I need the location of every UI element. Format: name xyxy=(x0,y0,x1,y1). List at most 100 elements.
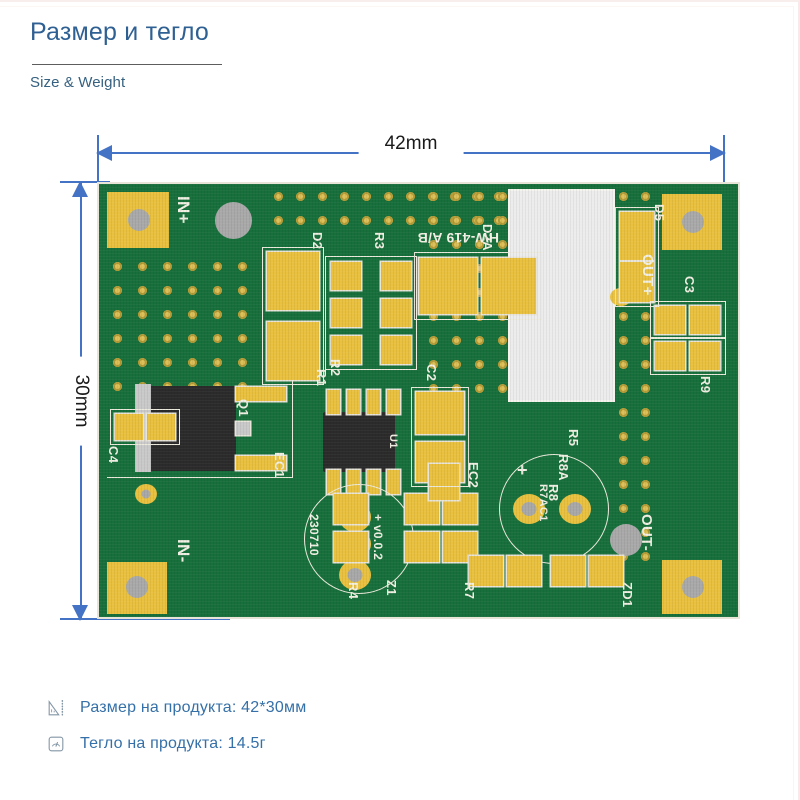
pad-z1-b xyxy=(334,532,368,562)
via xyxy=(188,262,197,271)
via xyxy=(296,216,305,225)
via xyxy=(429,360,438,369)
via xyxy=(138,310,147,319)
q1-pad-3 xyxy=(236,456,286,470)
round-component-top xyxy=(215,202,252,239)
via xyxy=(188,358,197,367)
via xyxy=(238,286,247,295)
pad-r8-a xyxy=(405,532,439,562)
via xyxy=(452,216,461,225)
via xyxy=(274,192,283,201)
via xyxy=(641,360,650,369)
via xyxy=(641,456,650,465)
silk-d2a: D2A xyxy=(480,224,495,251)
mount-pad-bottom-left xyxy=(107,562,167,614)
via xyxy=(475,240,484,249)
via xyxy=(113,286,122,295)
via xyxy=(475,264,484,273)
via xyxy=(296,192,305,201)
via xyxy=(429,192,438,201)
via xyxy=(619,552,628,561)
via xyxy=(238,262,247,271)
pad-d2-bottom xyxy=(267,322,319,380)
via xyxy=(452,360,461,369)
width-dimension-label: 42mm xyxy=(358,132,464,156)
via xyxy=(429,336,438,345)
product-specs-list: Размер на продукта: 42*30мм Тегло на про… xyxy=(46,690,646,762)
width-dimension: 42mm xyxy=(96,132,726,166)
via xyxy=(429,384,438,393)
section-header: Размер и тегло Size & Weight xyxy=(30,16,450,93)
via xyxy=(213,358,222,367)
pad-d2a xyxy=(419,258,477,314)
mount-hole-top-left xyxy=(128,209,150,231)
via xyxy=(213,286,222,295)
u1-pin-4 xyxy=(387,390,400,414)
round-component-bottom xyxy=(610,524,642,556)
via xyxy=(498,240,507,249)
silk-zd1: ZD1 xyxy=(620,582,635,608)
via xyxy=(475,360,484,369)
silk-in-minus: IN- xyxy=(174,539,193,563)
silk-out-minus: OUT- xyxy=(638,514,655,552)
via xyxy=(641,528,650,537)
via xyxy=(641,192,650,201)
mount-hole-bottom-left xyxy=(126,576,148,598)
via xyxy=(475,384,484,393)
via xyxy=(362,192,371,201)
via xyxy=(498,192,507,201)
pad-z1-a xyxy=(334,494,368,524)
q1-pad-2 xyxy=(236,422,250,435)
via xyxy=(498,384,507,393)
mount-pad-bottom-right xyxy=(662,560,722,614)
pad-r4-a xyxy=(429,464,459,500)
pad-r7-a xyxy=(469,556,503,586)
pad-c4-via xyxy=(135,484,157,504)
ruler-triangle-icon xyxy=(46,695,80,721)
via xyxy=(113,382,122,391)
via xyxy=(641,312,650,321)
ic-u1 xyxy=(323,412,395,472)
via xyxy=(452,312,461,321)
product-dimension-figure: 42mm 30mm xyxy=(0,110,800,650)
pad-d5-a xyxy=(620,212,654,260)
via xyxy=(138,358,147,367)
silk-r5: R5 xyxy=(566,429,581,447)
via xyxy=(641,408,650,417)
extension-line-left xyxy=(97,135,99,190)
via xyxy=(384,216,393,225)
silk-r8a: R8A xyxy=(556,454,571,481)
via xyxy=(641,504,650,513)
cap-ec2-pad-left xyxy=(513,494,545,524)
cap-ec2-pad-right xyxy=(559,494,591,524)
via xyxy=(452,384,461,393)
via xyxy=(641,552,650,561)
via xyxy=(619,312,628,321)
via xyxy=(238,382,247,391)
via xyxy=(641,384,650,393)
spec-row-size: Размер на продукта: 42*30мм xyxy=(46,690,646,726)
silk-r7ac1: R7AC1 xyxy=(537,484,549,522)
page-subtitle: Size & Weight xyxy=(30,74,126,91)
via xyxy=(238,358,247,367)
pad-r9-b xyxy=(690,342,720,370)
via xyxy=(113,262,122,271)
pad-r2-b xyxy=(381,299,411,327)
mount-pad-top-right xyxy=(662,194,722,250)
via xyxy=(475,312,484,321)
pad-c4-b xyxy=(147,414,175,440)
via xyxy=(163,262,172,271)
silk-outline-q1 xyxy=(107,380,293,478)
via xyxy=(452,336,461,345)
via xyxy=(452,192,461,201)
mount-hole-top-right xyxy=(682,211,704,233)
silk-z1: Z1 xyxy=(384,580,399,596)
silk-c2: C2 xyxy=(424,364,439,382)
mount-pad-top-left xyxy=(107,192,169,248)
mount-hole-bottom-right xyxy=(682,576,704,598)
height-dimension-label: 30mm xyxy=(69,356,93,446)
via xyxy=(619,504,628,513)
via xyxy=(498,336,507,345)
pad-r3-a xyxy=(331,336,361,364)
silk-outline-c2 xyxy=(411,387,469,487)
